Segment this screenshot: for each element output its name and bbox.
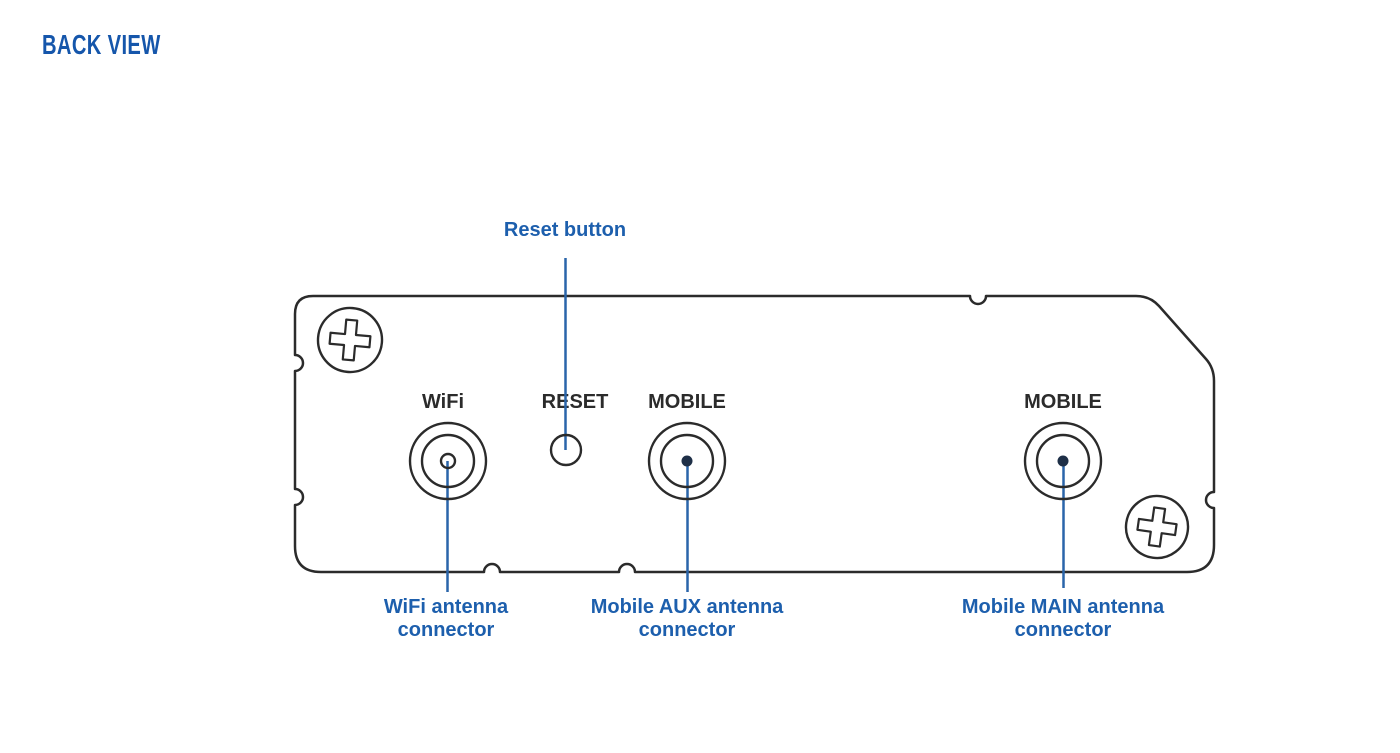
wifi-antenna-connector [408,421,488,501]
callout-aux-line1: Mobile AUX antenna [590,596,784,618]
port-label-mobile-main: MOBILE [1024,391,1102,413]
port-label-wifi: WiFi [421,391,465,413]
callout-wifi-line1: WiFi antenna [383,596,509,618]
callout-main-line1: Mobile MAIN antenna [961,596,1165,618]
page-title: BACK VIEW [42,29,161,60]
screw-bottom-right-icon [1124,494,1190,560]
callout-mobile-aux-antenna-connector: Mobile AUX antenna connector [562,596,812,642]
port-label-mobile-aux: MOBILE [648,391,726,413]
callout-main-line2: connector [1014,619,1112,641]
callout-wifi-line2: connector [397,619,495,641]
mobile-main-antenna-connector [1023,421,1103,501]
screw-top-left-icon [316,306,384,374]
callout-mobile-main-antenna-connector: Mobile MAIN antenna connector [938,596,1188,642]
reset-button-hole [549,433,583,467]
mobile-aux-antenna-connector [647,421,727,501]
panel-outline [293,294,1216,574]
callout-reset-button: Reset button [503,219,627,241]
port-label-reset: RESET [541,391,609,413]
callout-wifi-antenna-connector: WiFi antenna connector [346,596,546,642]
callout-aux-line2: connector [638,619,736,641]
